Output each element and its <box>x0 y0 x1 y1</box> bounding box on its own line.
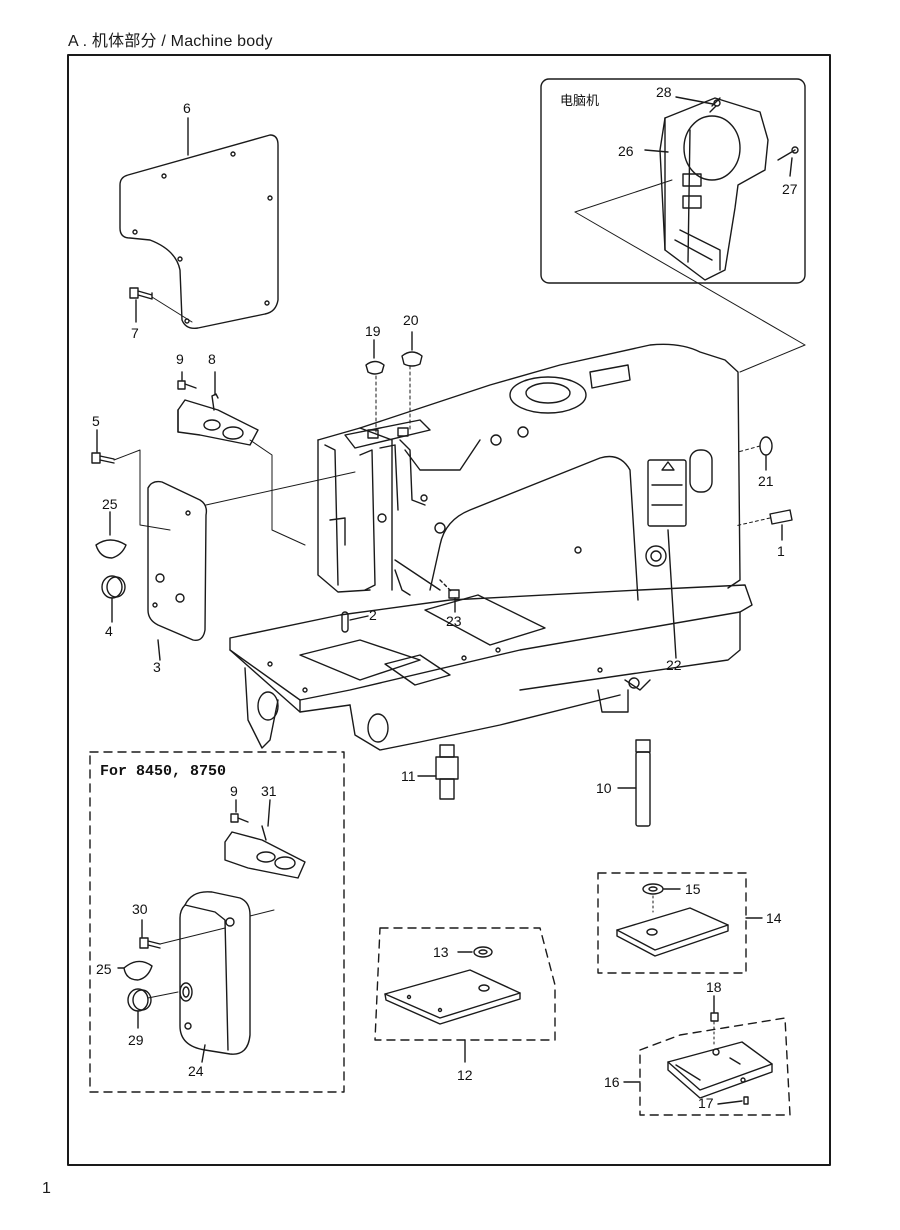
callout-31: 31 <box>261 783 277 799</box>
callout-22: 22 <box>666 657 682 673</box>
part-26-bracket <box>659 97 769 281</box>
callout-13: 13 <box>433 944 449 960</box>
part-13-washer <box>473 946 493 958</box>
callout-6: 6 <box>183 100 191 116</box>
callout-3: 3 <box>153 659 161 675</box>
part-16-plate-group <box>623 995 791 1116</box>
part-9-screw <box>177 371 197 390</box>
part-19-cap <box>365 339 385 433</box>
inset-variant: For 8450, 8750 <box>89 751 345 1093</box>
part-7-screw <box>129 287 193 323</box>
callout-18: 18 <box>706 979 722 995</box>
callout-7: 7 <box>131 325 139 341</box>
callout-24: 24 <box>188 1063 204 1079</box>
part-22-leader <box>667 529 677 659</box>
inset-variant-label: For 8450, 8750 <box>100 763 226 780</box>
callout-5: 5 <box>92 413 100 429</box>
inset-computer-machine-frame <box>540 78 806 284</box>
inset-variant-frame <box>89 751 345 1093</box>
part-30-screw <box>139 937 149 949</box>
callout-11: 11 <box>401 768 416 784</box>
callout-15: 15 <box>685 881 701 897</box>
machine-body <box>229 343 753 751</box>
part-15-washer <box>642 883 664 895</box>
part-12-plate-group <box>374 927 556 1063</box>
callout-9-variant: 9 <box>230 783 238 799</box>
part-25-rubber-variant <box>123 960 153 981</box>
part-28-screw <box>709 97 721 113</box>
part-25-rubber-cap <box>95 511 127 559</box>
part-1-pin <box>734 509 793 541</box>
part-29-plug <box>127 988 149 1012</box>
callout-28: 28 <box>656 84 672 100</box>
callout-25-variant: 25 <box>96 961 112 977</box>
part-2-pin <box>341 611 369 633</box>
part-31-bracket <box>224 831 306 879</box>
part-9-screw-variant <box>230 813 239 823</box>
callout-2: 2 <box>369 607 377 623</box>
diagram-frame <box>67 54 831 1166</box>
callout-20: 20 <box>403 312 419 328</box>
part-4-plug <box>101 575 126 623</box>
callout-4: 4 <box>105 623 113 639</box>
page-number: 1 <box>42 1180 51 1197</box>
part-24-cover <box>179 891 251 1055</box>
part-3-side-cover <box>147 471 356 661</box>
part-18-screw <box>710 1012 719 1022</box>
callout-1: 1 <box>777 543 785 559</box>
callout-30: 30 <box>132 901 148 917</box>
callout-9: 9 <box>176 351 184 367</box>
part-17-screw <box>743 1096 749 1105</box>
callout-21: 21 <box>758 473 774 489</box>
callout-19: 19 <box>365 323 381 339</box>
callout-14: 14 <box>766 910 782 926</box>
part-11-stud <box>417 744 459 800</box>
part-20-cap <box>401 331 423 431</box>
inset-computer-machine-label: 电脑机 <box>560 94 599 109</box>
part-21-plug <box>737 436 773 471</box>
callout-10: 10 <box>596 780 612 796</box>
part-8-bracket <box>177 371 306 546</box>
part-5-screw <box>91 429 171 531</box>
callout-23: 23 <box>446 613 462 629</box>
part-23-screw <box>439 579 460 613</box>
page-title: A . 机体部分 / Machine body <box>68 33 273 50</box>
part-14-plate-group <box>597 872 763 974</box>
callout-12: 12 <box>457 1067 473 1083</box>
callout-16: 16 <box>604 1074 620 1090</box>
callout-25: 25 <box>102 496 118 512</box>
callout-8: 8 <box>208 351 216 367</box>
callout-17: 17 <box>698 1095 714 1111</box>
callout-26: 26 <box>618 143 634 159</box>
part-10-rod <box>617 739 651 827</box>
callout-27: 27 <box>782 181 798 197</box>
part-6-cover-plate <box>119 117 279 330</box>
inset-computer-machine: 电脑机 <box>540 78 806 373</box>
callout-29: 29 <box>128 1032 144 1048</box>
